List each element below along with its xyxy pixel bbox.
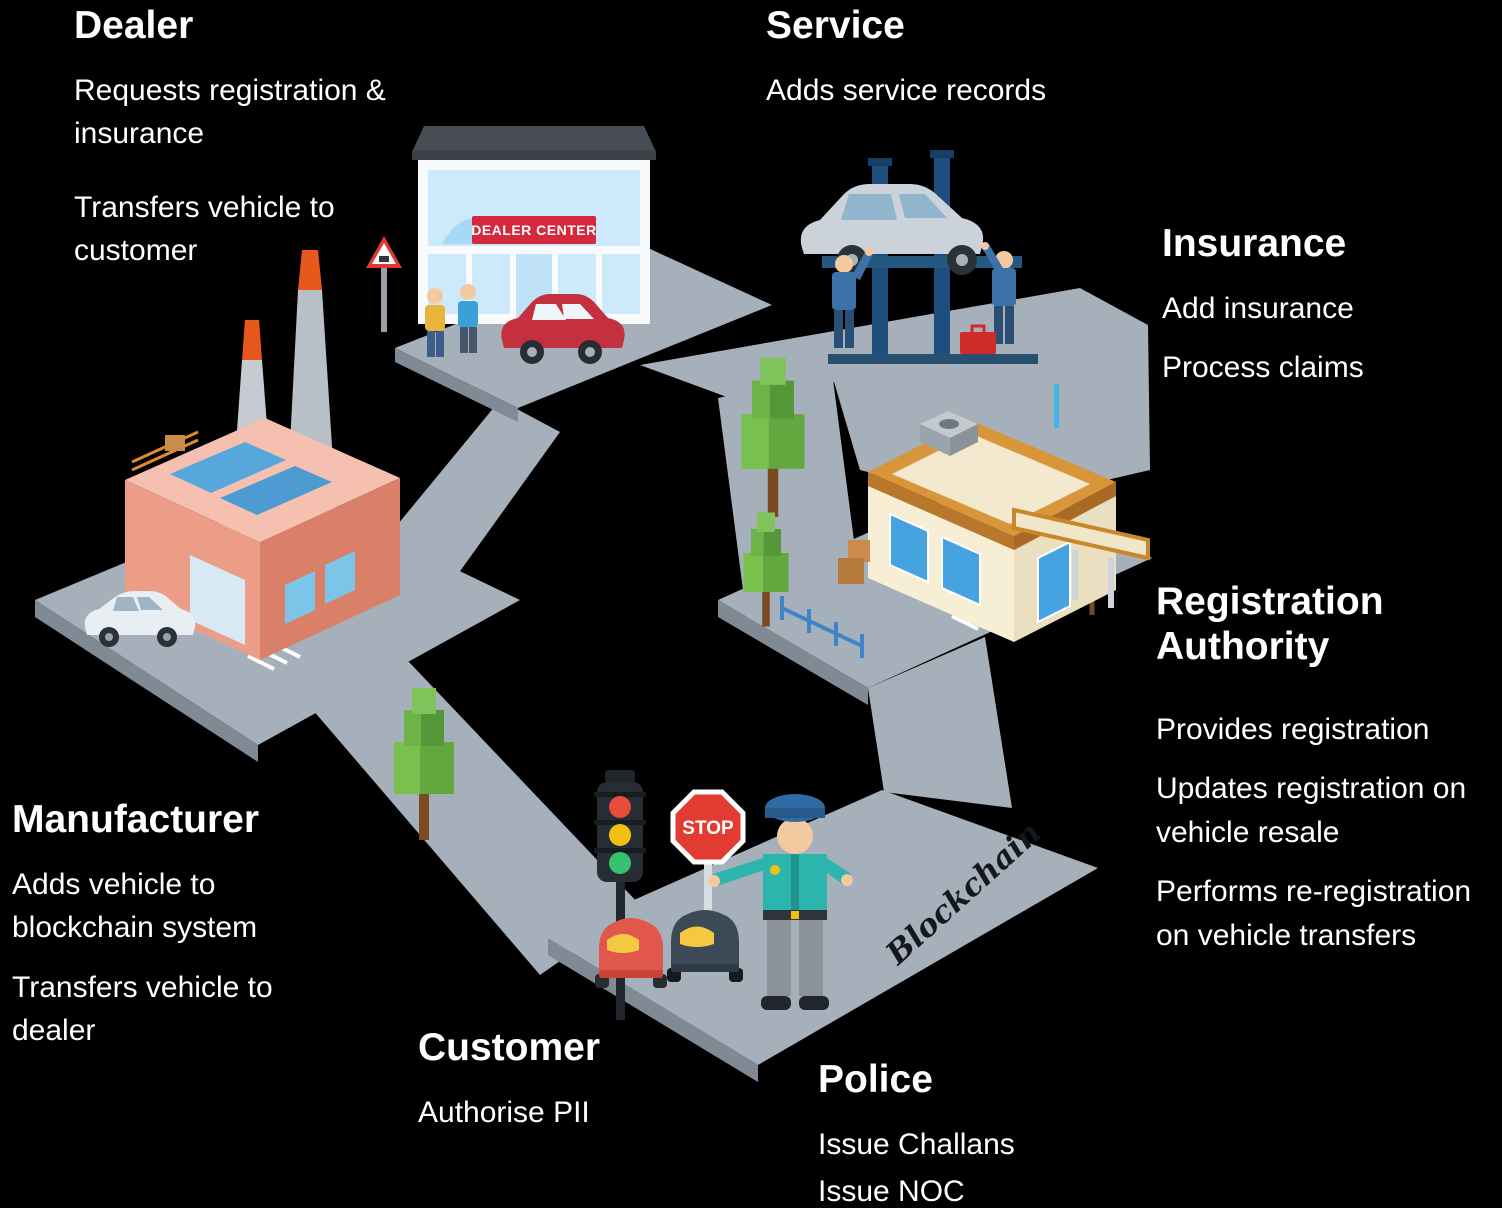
registration-heading: Registration Authority: [1156, 580, 1384, 668]
customer-figures: [425, 284, 478, 357]
red-car: [501, 294, 625, 364]
service-heading: Service: [766, 4, 905, 47]
police-label-block: Police Issue Challans Issue NOC: [818, 1058, 1138, 1208]
toolbox-icon: [960, 324, 996, 354]
manufacturer-point: Transfers vehicle to dealer: [12, 970, 273, 1048]
customer-label-block: Customer Authorise PII: [418, 1026, 718, 1150]
registration-building: [868, 384, 1150, 642]
ac-unit-icon: [920, 411, 978, 456]
police-heading: Police: [818, 1058, 933, 1101]
stop-sign-icon: STOP: [670, 789, 746, 926]
insurance-point: Add insurance: [1162, 291, 1354, 325]
dealer-center-sign: DEALER CENTER: [471, 222, 597, 238]
service-area: [800, 150, 1038, 364]
dealer-label-block: Dealer Requests registration & insurance…: [74, 4, 424, 303]
manufacturer-label-block: Manufacturer Adds vehicle to blockchain …: [12, 798, 312, 1069]
customer-heading: Customer: [418, 1026, 601, 1069]
insurance-label-block: Insurance Add insurance Process claims: [1162, 222, 1492, 406]
mechanic-figure: [981, 242, 1016, 344]
mechanic-figure: [832, 248, 873, 348]
registration-point: Performs re-registration on vehicle tran…: [1156, 875, 1472, 952]
factory-building: [84, 250, 400, 660]
police-point: Issue Challans: [818, 1127, 1015, 1161]
boxes-icon: [838, 540, 870, 584]
stop-sign-label: STOP: [682, 818, 734, 839]
registration-point: Updates registration on vehicle resale: [1156, 772, 1467, 849]
dealer-point: Transfers vehicle to customer: [74, 190, 335, 268]
police-point: Issue NOC: [818, 1175, 965, 1208]
dealer-point: Requests registration & insurance: [74, 73, 386, 151]
dealer-center-building: DEALER CENTER: [412, 126, 656, 324]
warning-sign-icon: [366, 236, 402, 332]
dealer-sign-board: [472, 216, 596, 244]
small-car-red: [595, 918, 667, 988]
manufacturer-heading: Manufacturer: [12, 798, 260, 841]
dealer-heading: Dealer: [74, 4, 194, 47]
manufacturer-point: Adds vehicle to blockchain system: [12, 867, 258, 945]
white-car: [84, 591, 196, 647]
railing-icon: [780, 596, 864, 658]
service-point: Adds service records: [766, 73, 1047, 107]
police-scene: STOP: [594, 770, 853, 1020]
small-car-dark: [667, 910, 743, 982]
insurance-point: Process claims: [1162, 351, 1364, 385]
registration-label-block: Registration Authority Provides registra…: [1156, 580, 1502, 973]
registration-point: Provides registration: [1156, 712, 1430, 746]
police-officer: [708, 794, 853, 1010]
customer-point: Authorise PII: [418, 1095, 590, 1129]
insurance-heading: Insurance: [1162, 222, 1347, 265]
service-label-block: Service Adds service records: [766, 4, 1186, 128]
